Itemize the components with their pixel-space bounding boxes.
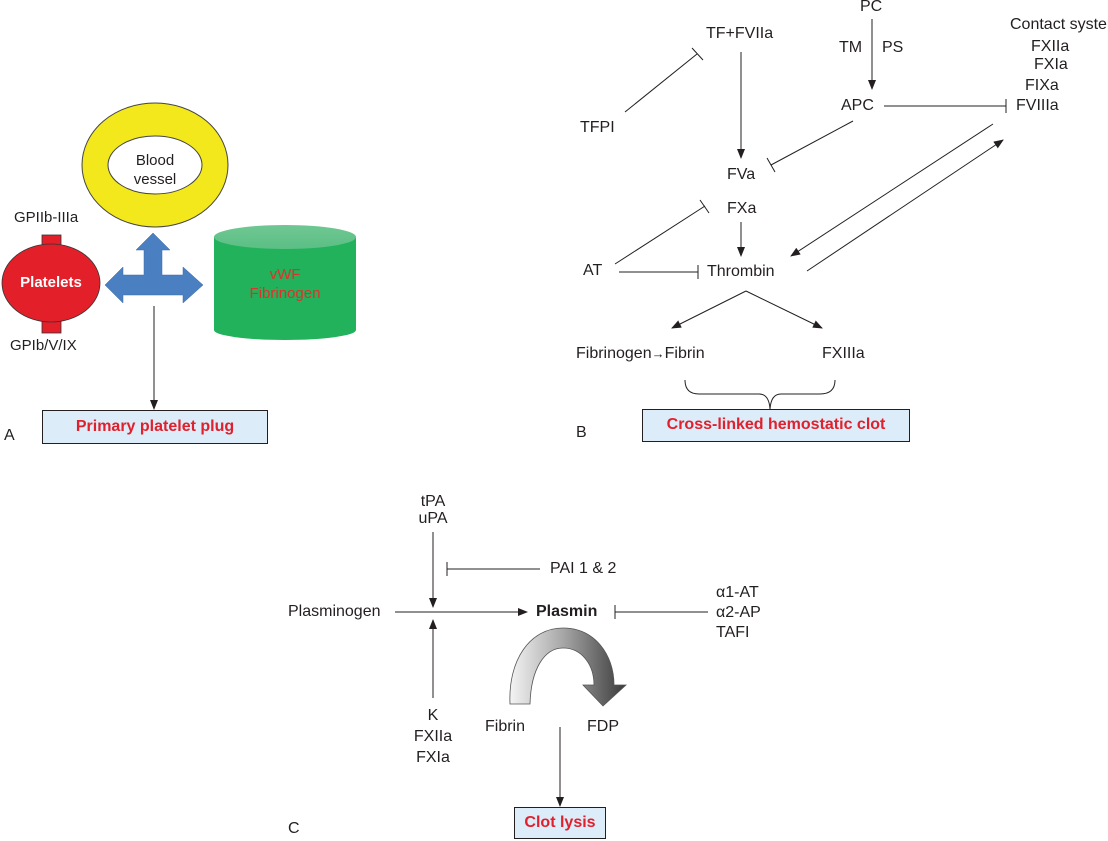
fva-node: FVa (727, 166, 756, 183)
vwf-label: vWF (269, 266, 301, 283)
tpa-label: tPA (420, 493, 446, 510)
fdp-node: FDP (587, 718, 619, 735)
tm-label: TM (839, 39, 863, 56)
fxiia-item: FXIIa (1031, 38, 1070, 55)
platelet-shape (1, 243, 101, 323)
apc-to-fva-bar (766, 157, 776, 173)
apc-node: APC (841, 97, 874, 114)
fibrinogen-label: Fibrinogen (249, 285, 321, 302)
fxia-item: FXIa (1034, 56, 1068, 73)
tfpi-node: TFPI (580, 119, 615, 136)
fibrinogen-label: Fibrinogen (576, 345, 652, 362)
blood-vessel-lumen (107, 135, 203, 195)
fxiiia-node: FXIIIa (822, 345, 865, 362)
blood-vessel-label-line2: vessel (133, 171, 177, 188)
tf-fviia-node: TF+FVIIa (706, 25, 774, 42)
platelets-label: Platelets (20, 274, 82, 291)
at-node: AT (583, 262, 603, 279)
kallikrein-label: K (427, 707, 439, 724)
upa-label: uPA (418, 510, 448, 527)
fviiia-item: FVIIIa (1016, 97, 1059, 114)
panel-b-label: B (576, 424, 587, 441)
apc-to-fva-line (770, 120, 854, 166)
tfpi-inhibition-line (624, 53, 698, 113)
cylinder-body (214, 237, 356, 340)
contact-activators-node: K FXIIa FXIa (403, 705, 463, 768)
fibrin-to-fdp-curved-arrow-icon (509, 627, 628, 707)
brace (684, 379, 836, 410)
thrombin-to-fxiiia-arrow (745, 290, 823, 329)
plasminogen-node: Plasminogen (288, 603, 381, 620)
at-to-fxa-line (614, 205, 706, 265)
receptor-gpib-label: GPIb/V/IX (10, 337, 77, 354)
alpha1-at-label: α1-AT (716, 584, 759, 601)
activators-node: tPA uPA (403, 493, 463, 527)
blood-vessel-label: Blood vessel (128, 151, 182, 189)
receptor-gpiib-iiia-label: GPIIb-IIIa (14, 209, 79, 226)
inhibitors-node: α1-AT α2-AP TAFI (716, 583, 761, 643)
plasmin-node: Plasmin (536, 603, 598, 620)
tafi-label: TAFI (716, 624, 750, 641)
conversion-arrow-icon: → (651, 346, 665, 361)
fibrin-node: Fibrin (485, 718, 526, 735)
tfpi-inhibition-bar (691, 47, 704, 61)
contact-system-node: Contact system (1010, 16, 1108, 34)
contact-system-title: Contact system (1010, 16, 1108, 33)
primary-platelet-plug-box: Primary platelet plug (42, 410, 268, 444)
alpha2-ap-label: α2-AP (716, 604, 761, 621)
panel-c-edges (395, 532, 708, 807)
at-to-fxa-bar (699, 199, 710, 214)
fixa-item: FIXa (1025, 77, 1059, 94)
thrombin-to-contact-arrow (806, 139, 1004, 272)
panel-c-label: C (288, 820, 300, 837)
tri-directional-arrow-icon (104, 232, 204, 304)
thrombin-node: Thrombin (707, 263, 775, 280)
panel-a-shapes (1, 102, 356, 410)
cylinder-top (214, 225, 356, 249)
fibrinogen-to-fibrin-node: Fibrinogen→Fibrin (576, 345, 705, 363)
blood-vessel-label-line1: Blood (135, 152, 175, 169)
ps-label: PS (882, 39, 904, 56)
thrombin-to-fibrin-arrow (671, 290, 747, 329)
fxia-label: FXIa (416, 749, 450, 766)
fviiia-to-thrombin-arrow (790, 123, 994, 257)
fibrin-label: Fibrin (664, 345, 705, 362)
clot-lysis-box: Clot lysis (514, 807, 606, 839)
fxa-node: FXa (727, 200, 757, 217)
pc-node: PC (860, 0, 883, 15)
cylinder-label: vWF Fibrinogen (214, 265, 356, 303)
pai-node: PAI 1 & 2 (550, 560, 617, 577)
cross-linked-clot-box: Cross-linked hemostatic clot (642, 409, 910, 442)
panel-a-label: A (4, 427, 15, 444)
fxiia-label: FXIIa (413, 728, 453, 745)
